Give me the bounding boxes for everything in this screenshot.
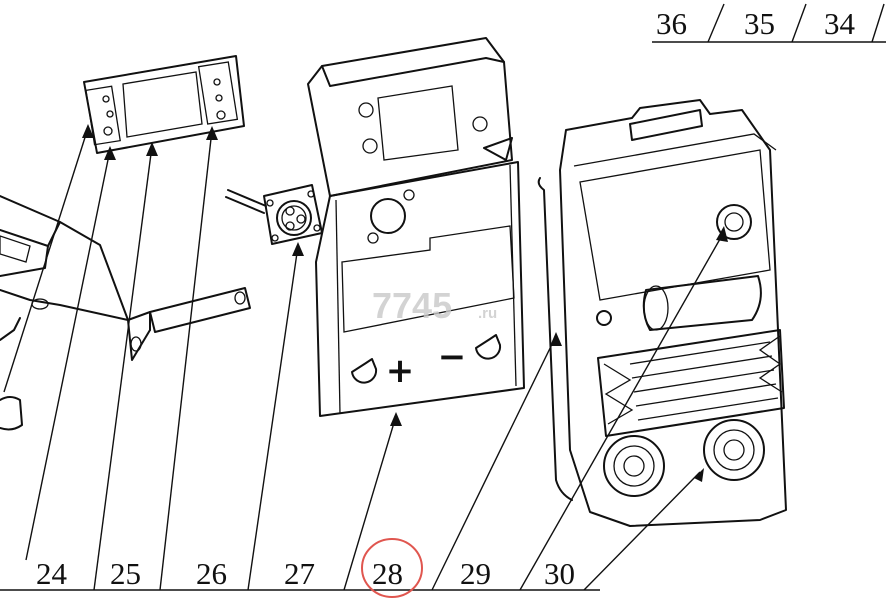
front-panel-plate: + − bbox=[307, 37, 525, 417]
watermark-text: 7745 bbox=[372, 285, 452, 326]
part-label-29: 29 bbox=[460, 556, 491, 591]
control-board-display bbox=[83, 55, 245, 154]
part-label-24: 24 bbox=[36, 556, 68, 591]
frame-bracket bbox=[0, 195, 251, 431]
front-housing bbox=[559, 99, 787, 527]
housing-vent-grille bbox=[597, 329, 785, 437]
part-label-25: 25 bbox=[110, 556, 141, 591]
part-label-35: 35 bbox=[744, 6, 775, 41]
part-label-34: 34 bbox=[824, 6, 856, 41]
bottom-part-labels: 24 25 26 27 28 29 30 bbox=[36, 556, 575, 591]
panel-minus-symbol: − bbox=[438, 337, 467, 377]
control-knob bbox=[716, 204, 752, 240]
part-label-36: 36 bbox=[656, 6, 687, 41]
top-part-labels: 36 35 34 bbox=[652, 3, 886, 43]
gasket-strip bbox=[537, 177, 573, 501]
panel-plus-symbol: + bbox=[386, 351, 415, 391]
highlight-circle bbox=[361, 538, 423, 598]
output-terminal-right bbox=[703, 419, 765, 481]
part-label-28: 28 bbox=[372, 556, 403, 591]
watermark-suffix: .ru bbox=[478, 305, 497, 322]
part-label-30: 30 bbox=[544, 556, 575, 591]
connector-socket bbox=[225, 184, 323, 245]
leader-lines bbox=[0, 124, 728, 591]
part-label-27: 27 bbox=[284, 556, 315, 591]
part-label-26: 26 bbox=[196, 556, 227, 591]
output-terminal-left bbox=[603, 435, 665, 497]
